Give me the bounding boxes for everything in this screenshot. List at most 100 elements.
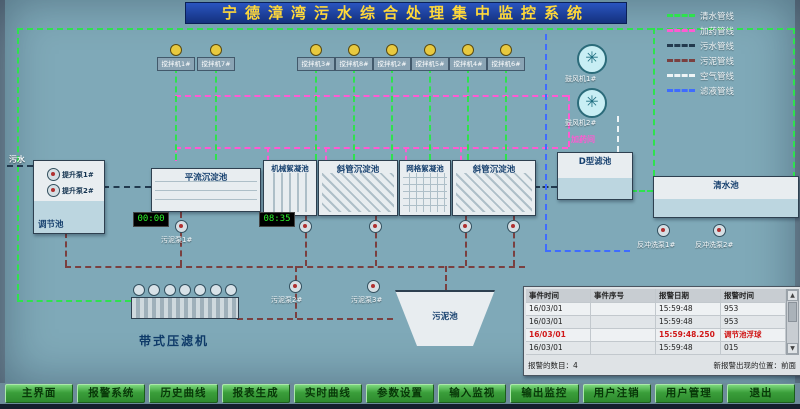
tank-pattern	[322, 173, 394, 212]
mixer-label: 搅拌机7#	[197, 57, 235, 71]
mixer-motor-icon	[386, 44, 398, 56]
sludge-drop-3	[375, 214, 377, 266]
scrollbar-thumb[interactable]	[788, 302, 797, 322]
sludge-pump-1-label: 污泥泵1#	[161, 236, 193, 244]
belt-press-label: 带式压滤机	[139, 334, 210, 348]
nav-main-button[interactable]: 主界面	[5, 384, 74, 403]
scroll-down-icon[interactable]: ▼	[787, 343, 798, 354]
nav-report-button[interactable]: 报表生成	[221, 384, 290, 403]
legend-line-swatch	[667, 44, 695, 47]
lift-pump-1-icon[interactable]	[47, 168, 60, 181]
nav-history-curve-button[interactable]: 历史曲线	[149, 384, 218, 403]
mixer-unit[interactable]: 搅拌机7#	[197, 44, 235, 160]
sludge-drop-2	[305, 214, 307, 266]
under-tank-pump-icon[interactable]	[299, 220, 312, 233]
alarm-cell: 16/03/01	[526, 329, 591, 341]
alarm-cell	[591, 329, 656, 341]
alarm-position-text: 新报警出现的位置：前面	[713, 361, 797, 370]
mixer-label: 搅拌机8#	[335, 57, 373, 71]
alarm-cell: 015	[721, 342, 786, 354]
alarm-header-cell: 事件时间	[526, 289, 591, 302]
legend-item: 污水管线	[667, 38, 799, 53]
alarm-row[interactable]: 16/03/01 15:59:48 953	[526, 316, 786, 329]
under-tank-pump-icon[interactable]	[369, 220, 382, 233]
blower-2-label: 鼓风机2#	[565, 119, 597, 127]
legend-line-swatch	[667, 89, 695, 92]
under-tank-pump-icon[interactable]	[459, 220, 472, 233]
mixer-label: 搅拌机6#	[487, 57, 525, 71]
alarm-count-text: 报警的数目：4	[528, 361, 578, 370]
sludge-pump-2-icon[interactable]	[289, 280, 302, 293]
alarm-scrollbar[interactable]: ▲ ▼	[786, 289, 799, 355]
roller-icon	[194, 284, 207, 296]
scroll-up-icon[interactable]: ▲	[787, 290, 798, 301]
alarm-row[interactable]: 16/03/01 15:59:48 015	[526, 342, 786, 355]
dosing-drop-2	[267, 147, 269, 161]
alarm-cell: 15:59:48	[656, 342, 721, 354]
alarm-cell: 953	[721, 316, 786, 328]
roller-icon	[163, 284, 176, 296]
legend-label: 污泥管线	[700, 56, 735, 67]
pipe-legend: 清水管线 加药管线 污水管线 污泥管线 空气管线 滤液管线	[667, 8, 799, 98]
backwash-pump-2-icon[interactable]	[713, 224, 726, 237]
alarm-cell: 953	[721, 303, 786, 315]
clean-water-pipe-filter-to-tank	[631, 190, 653, 192]
legend-item: 滤液管线	[667, 83, 799, 98]
belt-filter-press	[131, 284, 239, 328]
alarm-cell: 15:59:48	[656, 303, 721, 315]
mixer-unit[interactable]: 搅拌机8#	[335, 44, 373, 160]
alarm-cell: 16/03/01	[526, 303, 591, 315]
alarm-cell: 16/03/01	[526, 316, 591, 328]
nav-parameter-settings-button[interactable]: 参数设置	[365, 384, 435, 403]
mixer-unit[interactable]: 搅拌机1#	[157, 44, 195, 160]
alarm-panel: 事件时间 事件序号 报警日期 报警时间 16/03/01 15:59:48 95…	[523, 286, 800, 376]
backwash-pump-1-icon[interactable]	[657, 224, 670, 237]
mixer-unit[interactable]: 搅拌机5#	[411, 44, 449, 160]
alarm-cell	[591, 342, 656, 354]
filtrate-pipe-horizontal	[545, 250, 630, 252]
nav-user-logout-button[interactable]: 用户注销	[582, 384, 651, 403]
tank-label: 平流沉淀池	[184, 173, 228, 183]
sewage-pipe-reg-to-sed	[103, 186, 151, 188]
under-tank-pump-icon[interactable]	[507, 220, 520, 233]
nav-alarm-system-button[interactable]: 报警系统	[77, 384, 146, 403]
roller-icon	[133, 284, 145, 296]
alarm-row-active[interactable]: 16/03/01 15:59:48.250 调节池浮球	[526, 329, 786, 342]
legend-item: 加药管线	[667, 23, 799, 38]
legend-item: 空气管线	[667, 68, 799, 83]
nav-user-management-button[interactable]: 用户管理	[654, 384, 723, 403]
alarm-cell: 15:59:48.250	[656, 329, 721, 341]
process-diagram-panel: 搅拌机1# 搅拌机7# 搅拌机3# 搅拌机8# 搅拌机2# 搅拌机5# 搅拌机4…	[5, 0, 800, 383]
lift-pump-2-icon[interactable]	[47, 184, 60, 197]
mixer-unit[interactable]: 搅拌机4#	[449, 44, 487, 160]
mixer-motor-icon	[170, 44, 182, 56]
alarm-cell	[591, 303, 656, 315]
nav-output-monitor-button[interactable]: 输出监控	[510, 384, 579, 403]
mixer-label: 搅拌机3#	[297, 57, 335, 71]
sewage-inlet-label: 污水	[9, 155, 25, 164]
nav-realtime-curve-button[interactable]: 实时曲线	[293, 384, 362, 403]
nav-exit-button[interactable]: 退出	[726, 384, 796, 403]
mixer-label: 搅拌机5#	[411, 57, 449, 71]
alarm-cell: 15:59:48	[656, 316, 721, 328]
sludge-pump-1-icon[interactable]	[175, 220, 188, 233]
nav-input-monitor-button[interactable]: 输入监视	[438, 384, 507, 403]
water-level	[558, 178, 632, 199]
blower-2-icon[interactable]: ✳	[577, 88, 607, 118]
mixer-unit[interactable]: 搅拌机2#	[373, 44, 411, 160]
sludge-drop-1	[180, 212, 182, 266]
grid-flocculation-tank: 网格絮凝池	[399, 160, 451, 216]
mixer-unit[interactable]: 搅拌机3#	[297, 44, 335, 160]
sludge-pump-3-icon[interactable]	[367, 280, 380, 293]
mixer-unit[interactable]: 搅拌机6#	[487, 44, 525, 160]
blower-1-icon[interactable]: ✳	[577, 44, 607, 74]
water-level	[34, 200, 104, 233]
water-level	[654, 199, 798, 217]
page-title: 宁德漳湾污水综合处理集中监控系统	[185, 2, 627, 24]
roller-icon	[178, 284, 191, 296]
alarm-header-cell: 事件序号	[591, 289, 656, 302]
tank-pattern	[267, 173, 313, 212]
tank-label: 网格絮凝池	[406, 164, 444, 173]
filtrate-pipe-vertical	[545, 34, 547, 250]
alarm-row[interactable]: 16/03/01 15:59:48 953	[526, 303, 786, 316]
